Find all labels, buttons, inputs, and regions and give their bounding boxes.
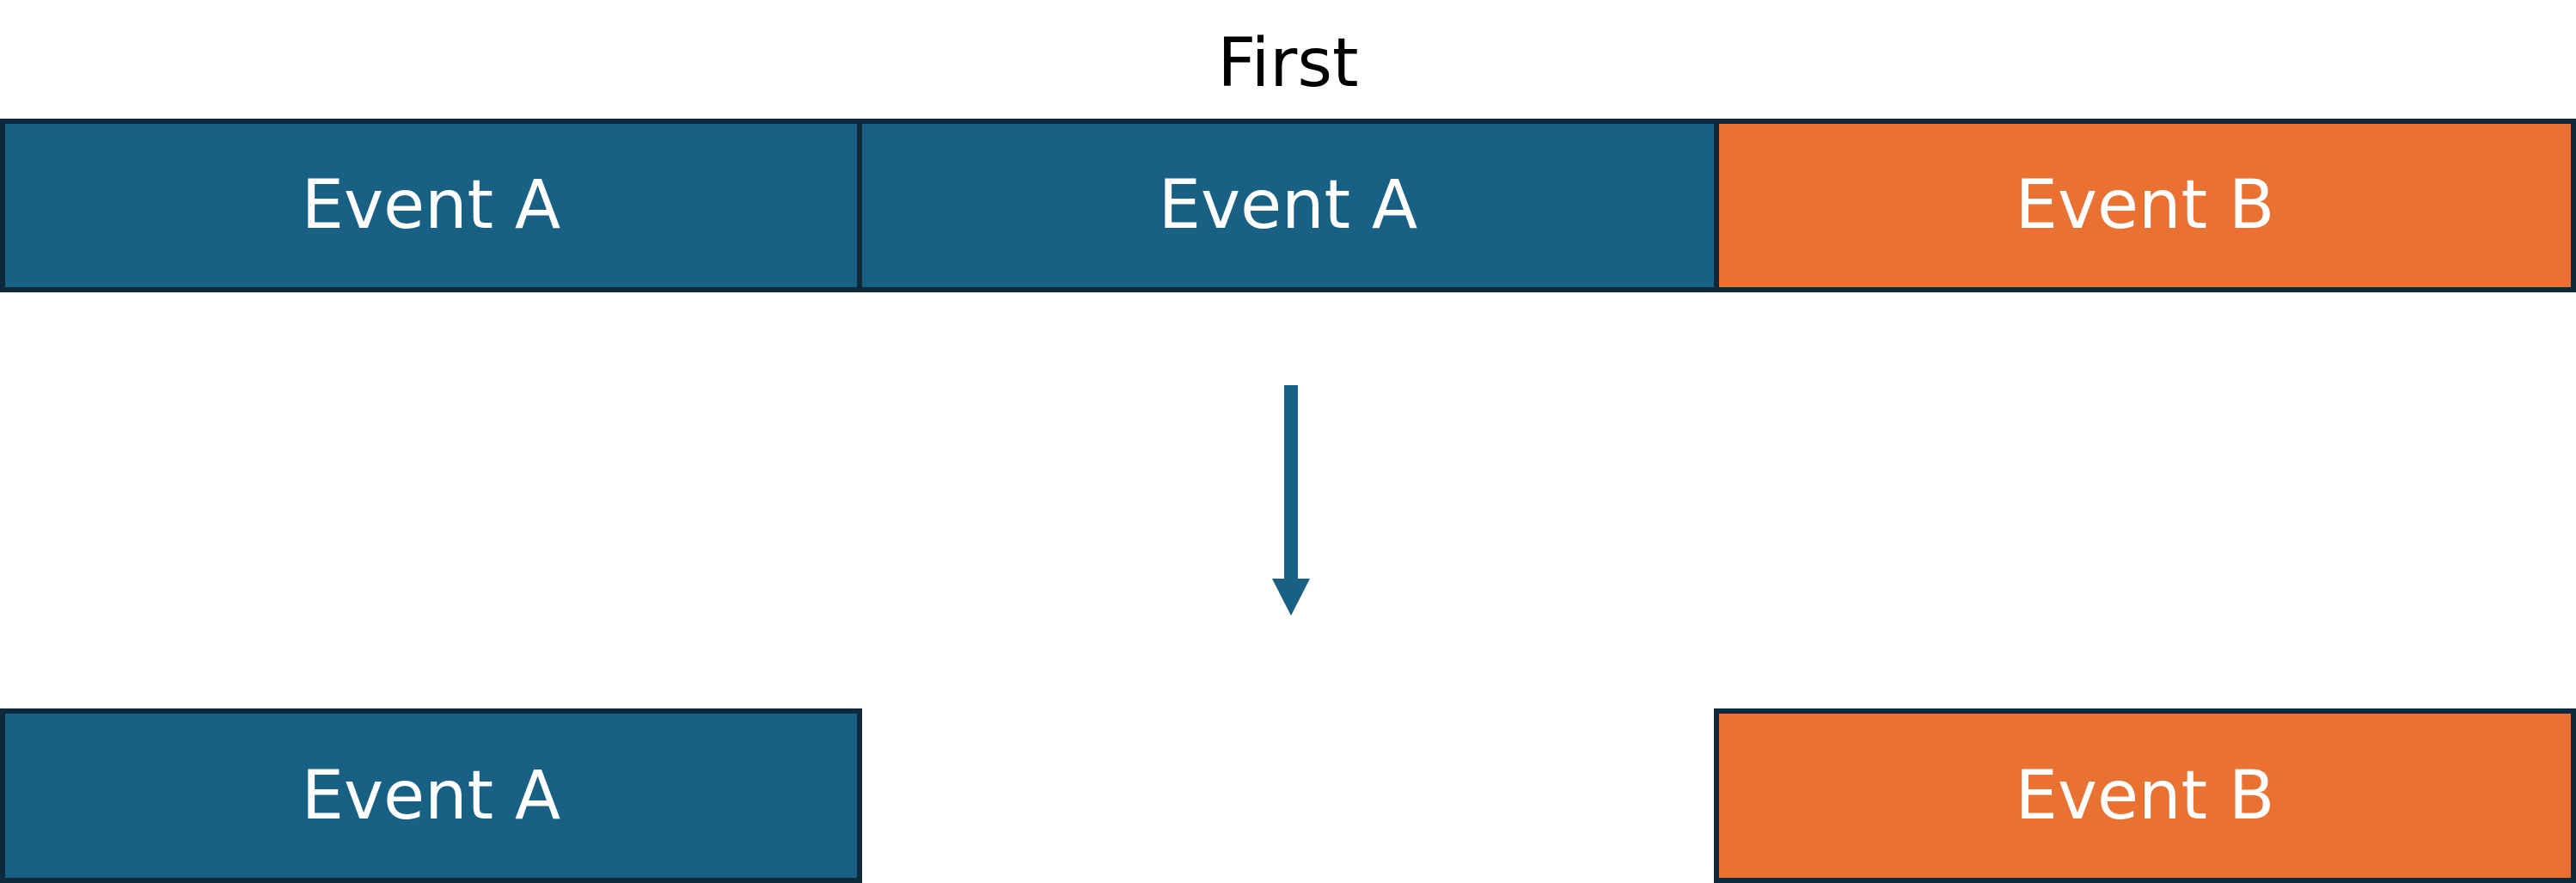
arrow-head bbox=[1272, 579, 1310, 616]
diagram-title: First bbox=[1217, 25, 1359, 102]
bottom-event-label-1: Event A bbox=[301, 757, 561, 835]
bottom-event-block-2: Event B bbox=[1714, 708, 2576, 883]
top-event-label-1: Event A bbox=[301, 167, 561, 244]
top-event-block-1: Event A bbox=[0, 119, 862, 292]
bottom-event-block-1: Event A bbox=[0, 708, 862, 883]
top-event-label-3: Event B bbox=[2015, 167, 2275, 244]
bottom-event-label-2: Event B bbox=[2015, 757, 2275, 835]
top-event-block-3: Event B bbox=[1714, 119, 2576, 292]
top-event-label-2: Event A bbox=[1158, 167, 1418, 244]
